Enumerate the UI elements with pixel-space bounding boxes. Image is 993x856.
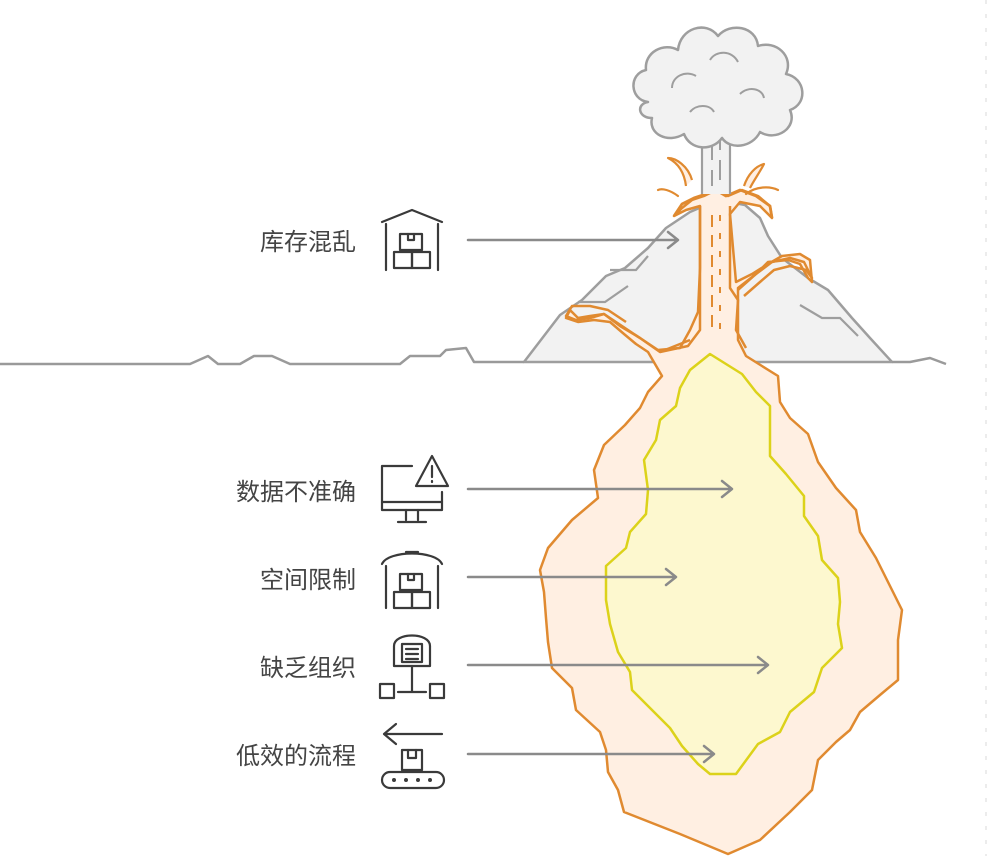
mountain-ridge-left bbox=[578, 285, 629, 304]
lava-flow-right bbox=[737, 256, 814, 297]
network-hub-icon bbox=[378, 634, 446, 700]
arrow-inventory-chaos bbox=[466, 230, 680, 250]
arrow-space-limits bbox=[466, 567, 678, 587]
issue-row-inventory-chaos: 库存混乱 bbox=[260, 208, 680, 272]
lava-flow-left bbox=[564, 304, 691, 354]
core-body bbox=[604, 352, 844, 776]
mountain-ridge-right bbox=[799, 304, 859, 337]
issue-label-inaccurate-data: 数据不准确 bbox=[236, 478, 356, 506]
issue-row-space-limits: 空间限制 bbox=[260, 550, 678, 610]
smoke-cloud-inner-1 bbox=[671, 51, 765, 113]
ground-line bbox=[0, 346, 947, 366]
smoke-cloud bbox=[632, 26, 804, 149]
arrow-inefficient-process bbox=[466, 744, 716, 764]
issue-label-lack-of-organization: 缺乏组织 bbox=[260, 654, 356, 682]
lava-conduit bbox=[564, 188, 814, 354]
arrow-inaccurate-data bbox=[466, 479, 734, 499]
mountain-ridge-left-2 bbox=[610, 255, 649, 272]
issue-row-lack-of-organization: 缺乏组织 bbox=[260, 634, 770, 700]
issue-row-inefficient-process: 低效的流程 bbox=[236, 722, 716, 790]
issue-label-inefficient-process: 低效的流程 bbox=[236, 742, 356, 770]
conduit-outline bbox=[659, 206, 748, 354]
issue-label-inventory-chaos: 库存混乱 bbox=[260, 228, 356, 256]
conveyor-box-icon bbox=[380, 722, 446, 790]
issue-label-space-limits: 空间限制 bbox=[260, 566, 356, 594]
issue-row-inaccurate-data: 数据不准确 bbox=[236, 454, 734, 524]
monitor-warning-icon bbox=[380, 454, 450, 524]
lava-splashes bbox=[656, 156, 780, 198]
warehouse-boxes-icon bbox=[380, 208, 444, 272]
arrow-lack-of-organization bbox=[466, 655, 770, 675]
warehouse-boxes-icon bbox=[380, 550, 444, 610]
